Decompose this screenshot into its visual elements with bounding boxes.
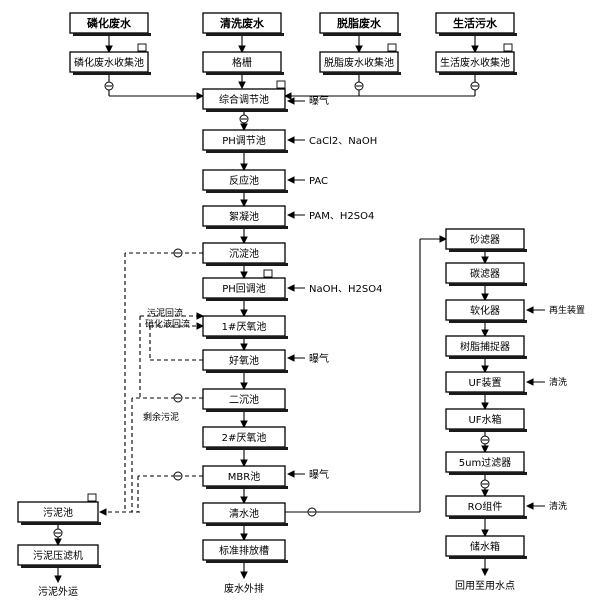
- softener: 软化器: [445, 299, 527, 323]
- pump-icon: [470, 81, 480, 91]
- pump-icon: [480, 479, 490, 489]
- sludge-return-label: 污泥回流: [147, 307, 183, 319]
- discharge-tank: 标准排放槽: [202, 539, 288, 563]
- uf-water-tank: UF水箱: [445, 408, 527, 432]
- level-gauge-icon: [503, 43, 513, 52]
- collect-cleaning-label: 格栅: [232, 56, 252, 69]
- source-phosphating-label: 磷化废水: [87, 16, 132, 30]
- sludge-press-label: 污泥压滤机: [33, 549, 83, 562]
- sludge-tank-label: 污泥池: [43, 506, 73, 519]
- wash2-label: 清洗: [549, 500, 567, 512]
- aerobic-tank: 好氧池: [202, 349, 288, 373]
- ph-adjust-label: PH调节池: [222, 134, 266, 147]
- source-phosphating: 磷化废水: [69, 12, 151, 36]
- collect-domestic-label: 生活废水收集池: [440, 56, 510, 69]
- micron-filter-label: 5um过滤器: [459, 456, 511, 469]
- collect-domestic: 生活废水收集池: [435, 51, 517, 75]
- level-gauge-icon: [387, 43, 397, 52]
- mbr-label: MBR池: [228, 470, 260, 483]
- source-cleaning-label: 清洗废水: [220, 16, 265, 30]
- clear-label: 清水池: [229, 507, 259, 520]
- collect-cleaning: 格栅: [202, 51, 284, 75]
- regen-label: 再生装置: [549, 304, 585, 316]
- anoxic2-label: 2#厌氧池: [222, 431, 267, 444]
- uf-unit: UF装置: [445, 371, 527, 395]
- aeration-label-1: 曝气: [309, 94, 329, 107]
- chemical-pac-label: PAC: [309, 176, 328, 187]
- micron-filter: 5um过滤器: [445, 451, 527, 475]
- discharge-pool-label: 标准排放槽: [219, 544, 269, 557]
- source-domestic: 生活污水: [435, 12, 517, 36]
- pump-icon: [104, 81, 114, 91]
- collect-degreasing: 脱脂废水收集池: [319, 51, 401, 75]
- sedimentation-label: 沉淀池: [229, 247, 259, 260]
- coagulation-label: 絮凝池: [229, 210, 259, 223]
- pump-icon: [173, 471, 183, 481]
- pump-icon: [480, 435, 490, 445]
- uf-tank-label: UF水箱: [468, 413, 501, 426]
- pump-icon: [173, 248, 183, 258]
- carbon-filter: 碳滤器: [445, 262, 527, 286]
- aerobic-label: 好氧池: [229, 354, 259, 367]
- collect-degreasing-label: 脱脂废水收集池: [324, 56, 394, 69]
- pump-icon: [307, 507, 317, 517]
- level-gauge-icon: [87, 493, 97, 502]
- ro-module: RO组件: [445, 495, 527, 519]
- sludge-out-label: 污泥外运: [38, 585, 78, 598]
- reuse-out-label: 回用至用水点: [455, 580, 515, 592]
- ph-readjust-tank: PH回调池: [202, 277, 288, 301]
- anoxic-tank-2: 2#厌氧池: [202, 426, 288, 450]
- carbon-filter-label: 碳滤器: [470, 267, 500, 280]
- ph-adjust-tank: PH调节池: [202, 129, 288, 153]
- collect-phosphating: 磷化废水收集池: [69, 51, 151, 75]
- aeration-label-3: 曝气: [309, 468, 329, 481]
- equalization-tank: 综合调节池: [202, 88, 288, 112]
- clear-water-tank: 清水池: [202, 502, 288, 526]
- chemical-ph2-label: NaOH、H2SO4: [309, 284, 382, 295]
- pump-icon: [239, 114, 249, 124]
- reaction-label: 反应池: [229, 174, 259, 187]
- coagulation-tank: 絮凝池: [202, 205, 288, 229]
- level-gauge-icon: [137, 43, 147, 52]
- storage-tank: 储水箱: [445, 535, 527, 559]
- softener-label: 软化器: [470, 304, 500, 317]
- level-gauge-icon: [263, 269, 273, 278]
- chemical-ph-label: CaCl2、NaOH: [309, 136, 377, 147]
- secondary-label: 二沉池: [229, 393, 259, 406]
- anoxic1-label: 1#厌氧池: [222, 320, 267, 333]
- sludge-tank: 污泥池: [17, 501, 101, 525]
- ph-readjust-label: PH回调池: [222, 282, 266, 295]
- discharge-label: 废水外排: [224, 582, 264, 595]
- pump-icon: [354, 81, 364, 91]
- nitrate-return-label: 硝化液回流: [145, 318, 190, 330]
- storage-tank-label: 储水箱: [470, 540, 500, 553]
- level-gauge-icon: [276, 80, 286, 89]
- sludge-press: 污泥压滤机: [17, 544, 101, 568]
- ro-module-label: RO组件: [468, 500, 503, 513]
- resin-trap: 树脂捕捉器: [445, 335, 527, 359]
- sedimentation-tank: 沉淀池: [202, 242, 288, 266]
- excess-sludge-label: 剩余污泥: [143, 411, 179, 423]
- wash1-label: 清洗: [549, 376, 567, 388]
- source-domestic-label: 生活污水: [453, 16, 498, 30]
- pump-icon: [173, 393, 183, 403]
- resin-trap-label: 树脂捕捉器: [460, 340, 510, 353]
- reaction-tank: 反应池: [202, 169, 288, 193]
- secondary-clarifier: 二沉池: [202, 388, 288, 412]
- collect-phosphating-label: 磷化废水收集池: [74, 56, 144, 69]
- uf-unit-label: UF装置: [468, 376, 501, 389]
- anoxic-tank-1: 1#厌氧池: [202, 315, 288, 339]
- equalization-label: 综合调节池: [219, 93, 269, 106]
- source-degreasing: 脱脂废水: [319, 12, 401, 36]
- source-degreasing-label: 脱脂废水: [337, 16, 382, 30]
- source-cleaning: 清洗废水: [202, 12, 284, 36]
- aeration-label-2: 曝气: [309, 352, 329, 365]
- chemical-pam-label: PAM、H2SO4: [309, 211, 374, 222]
- pump-icon: [53, 528, 63, 538]
- sand-filter: 砂滤器: [445, 228, 527, 252]
- mbr-tank: MBR池: [202, 465, 288, 489]
- sand-filter-label: 砂滤器: [470, 233, 500, 246]
